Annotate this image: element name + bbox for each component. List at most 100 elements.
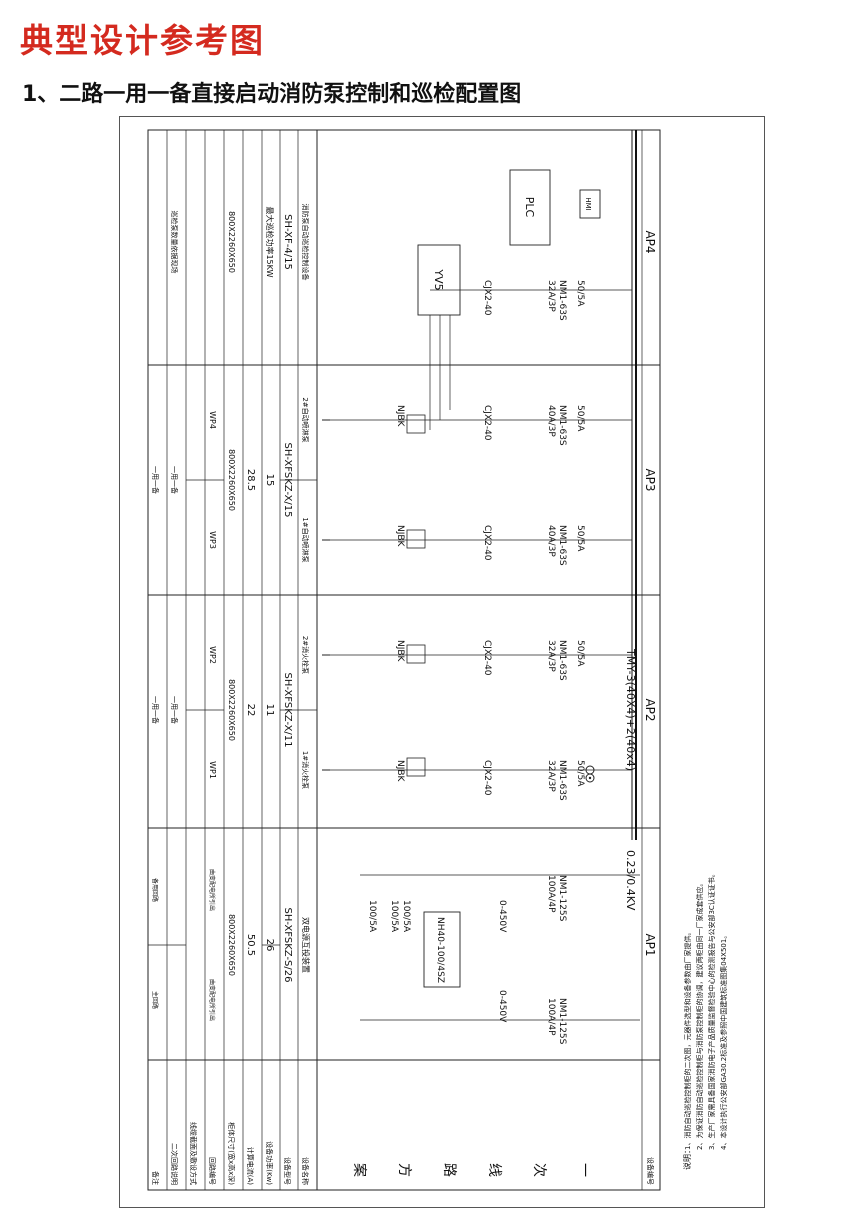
ap2-label: AP2 — [643, 698, 657, 721]
inverter-label: YV5 — [432, 268, 445, 290]
svg-text:NJBK: NJBK — [395, 760, 405, 783]
svg-text:2#自动喷淋泵: 2#自动喷淋泵 — [301, 397, 310, 442]
svg-text:100/5A: 100/5A — [367, 900, 377, 933]
scheme-char-6: 案 — [351, 1163, 368, 1177]
svg-text:NM1-125S: NM1-125S — [557, 875, 567, 922]
ats-label: NH40-100/4SZ — [435, 917, 445, 983]
page-title: 典型设计参考图 — [20, 21, 265, 60]
svg-text:NJBK: NJBK — [395, 405, 405, 428]
svg-text:消防泵自动巡检控制设备: 消防泵自动巡检控制设备 — [301, 204, 310, 281]
svg-text:800X2260X650: 800X2260X650 — [227, 914, 236, 976]
svg-text:1#消火栓泵: 1#消火栓泵 — [301, 751, 310, 789]
svg-text:CJX2-40: CJX2-40 — [482, 525, 492, 561]
svg-text:11: 11 — [264, 704, 275, 717]
single-line-diagram: AP4 AP3 AP2 AP1 TMY-3(40X4)+2(40x4) 0.23… — [147, 129, 661, 1191]
svg-text:1#自动喷淋泵: 1#自动喷淋泵 — [301, 517, 310, 562]
svg-text:26: 26 — [264, 939, 275, 952]
svg-text:32A/3P: 32A/3P — [546, 280, 556, 312]
svg-text:800X2260X650: 800X2260X650 — [227, 449, 236, 511]
svg-text:50/5A: 50/5A — [575, 760, 585, 787]
page-subtitle: 1、二路一用一备直接启动消防泵控制和巡检配置图 — [22, 82, 522, 107]
svg-text:由变配电所引出: 由变配电所引出 — [208, 869, 216, 911]
svg-text:WP1: WP1 — [208, 761, 217, 779]
row-label-secondary: 二次回路说明 — [170, 1143, 179, 1185]
svg-text:WP3: WP3 — [208, 531, 217, 549]
busbar-label: TMY-3(40X4)+2(40x4) — [624, 648, 637, 771]
scheme-char-5: 方 — [396, 1163, 412, 1177]
svg-text:CJX2-40: CJX2-40 — [482, 760, 492, 796]
svg-text:CJX2-40: CJX2-40 — [482, 405, 492, 441]
svg-text:一用一备: 一用一备 — [151, 696, 160, 724]
svg-text:一用一备: 一用一备 — [170, 696, 179, 724]
svg-text:NM1-63S: NM1-63S — [557, 760, 567, 801]
notes-block: 说明： 1、消防自动巡检控制柜的二次图，元器件选型和设备参数由厂家提供。 2、为… — [682, 870, 728, 1170]
equipment-table: 设备编号 设备名称 设备型号 设备功率(Kw) 计算电流(A) 柜体尺寸(宽x高… — [151, 204, 655, 1186]
svg-text:一用一备: 一用一备 — [170, 466, 179, 494]
svg-text:NM1-63S: NM1-63S — [557, 525, 567, 566]
notes-heading: 说明： — [682, 1146, 692, 1170]
scheme-char-2: 次 — [531, 1163, 547, 1177]
row-label-remark: 备注 — [151, 1171, 160, 1185]
svg-text:NM1-63S: NM1-63S — [557, 280, 567, 321]
row-label-current: 计算电流(A) — [246, 1147, 255, 1186]
svg-text:巡检泵数量依据现场: 巡检泵数量依据现场 — [170, 211, 179, 274]
ap4-inspection-unit: 50/5A NM1-63S 32A/3P CJX2-40 PLC HMI YV5 — [417, 169, 632, 430]
svg-text:NJBK: NJBK — [395, 640, 405, 663]
svg-text:NJBK: NJBK — [395, 525, 405, 548]
svg-text:NM1-63S: NM1-63S — [557, 405, 567, 446]
svg-text:100A/4P: 100A/4P — [546, 875, 556, 913]
svg-text:SH-XFSKZ-S/26: SH-XFSKZ-S/26 — [282, 907, 293, 982]
ap4-label: AP4 — [643, 230, 657, 253]
svg-text:SH-XF-4/15: SH-XF-4/15 — [282, 214, 293, 270]
svg-text:50/5A: 50/5A — [575, 280, 585, 307]
row-label-name: 设备名称 — [301, 1157, 310, 1185]
svg-text:由变配电所引出: 由变配电所引出 — [208, 979, 216, 1021]
svg-text:CJX2-40: CJX2-40 — [482, 280, 492, 316]
ap1-label: AP1 — [643, 933, 657, 956]
voltage-label: 0.23/0.4KV — [624, 850, 637, 911]
note-3: 3、生产厂家需具备国家消防电子产品质量监督检验中心的检测报告与公安部3C认证证书… — [707, 870, 716, 1150]
row-label-cable: 线缆截面及敷设方式 — [189, 1122, 198, 1185]
row-label-model: 设备型号 — [283, 1157, 292, 1185]
svg-text:主回路: 主回路 — [151, 991, 159, 1009]
svg-text:32A/3P: 32A/3P — [546, 640, 556, 672]
svg-text:备用回路: 备用回路 — [151, 878, 159, 902]
drawing-frame — [119, 116, 765, 1208]
svg-text:CJX2-40: CJX2-40 — [482, 640, 492, 676]
svg-text:22: 22 — [245, 704, 256, 717]
svg-text:15: 15 — [264, 474, 275, 487]
svg-text:40A/3P: 40A/3P — [546, 405, 556, 437]
row-label-size: 柜体尺寸(宽x高x深) — [227, 1122, 236, 1185]
svg-text:50.5: 50.5 — [245, 934, 256, 956]
scheme-char-4: 路 — [441, 1163, 457, 1177]
svg-text:2#消火栓泵: 2#消火栓泵 — [301, 636, 310, 674]
svg-text:800X2260X650: 800X2260X650 — [227, 679, 236, 741]
row-label-equipment-id: 设备编号 — [646, 1157, 655, 1185]
ap3-feeder-1: 50/5A NM1-63S 40A/3P CJX2-40 NJBK — [330, 525, 632, 566]
svg-text:100/5A: 100/5A — [401, 900, 411, 933]
ap2-feeder-2: 50/5A NM1-63S 32A/3P CJX2-40 NJBK — [330, 640, 632, 681]
svg-text:0-450V: 0-450V — [497, 900, 507, 933]
ap1-dual-power: NM1-125S 100A/4P NM1-125S 100A/4P 0-450V… — [360, 874, 640, 1045]
svg-text:SH-XFSKZ-X/11: SH-XFSKZ-X/11 — [282, 672, 293, 747]
scheme-char-1: 一 — [576, 1163, 592, 1177]
svg-text:一用一备: 一用一备 — [151, 466, 160, 494]
svg-text:SH-XFSKZ-X/15: SH-XFSKZ-X/15 — [282, 442, 293, 517]
scheme-char-3: 线 — [486, 1163, 502, 1177]
plc-label: PLC — [523, 197, 536, 218]
svg-text:最大巡检功率15KW: 最大巡检功率15KW — [265, 206, 275, 277]
svg-text:100A/4P: 100A/4P — [546, 998, 556, 1036]
hmi-label: HMI — [584, 197, 592, 210]
svg-text:40A/3P: 40A/3P — [546, 525, 556, 557]
svg-text:50/5A: 50/5A — [575, 525, 585, 552]
svg-text:WP2: WP2 — [208, 646, 217, 664]
svg-text:50/5A: 50/5A — [575, 640, 585, 667]
row-label-power: 设备功率(Kw) — [265, 1141, 274, 1185]
svg-text:0-450V: 0-450V — [497, 990, 507, 1023]
ap3-label: AP3 — [643, 468, 657, 491]
svg-text:800X2260X650: 800X2260X650 — [227, 211, 236, 273]
svg-text:双电源互投装置: 双电源互投装置 — [301, 917, 311, 973]
svg-text:100/5A: 100/5A — [389, 900, 399, 933]
svg-text:NM1-125S: NM1-125S — [557, 998, 567, 1045]
